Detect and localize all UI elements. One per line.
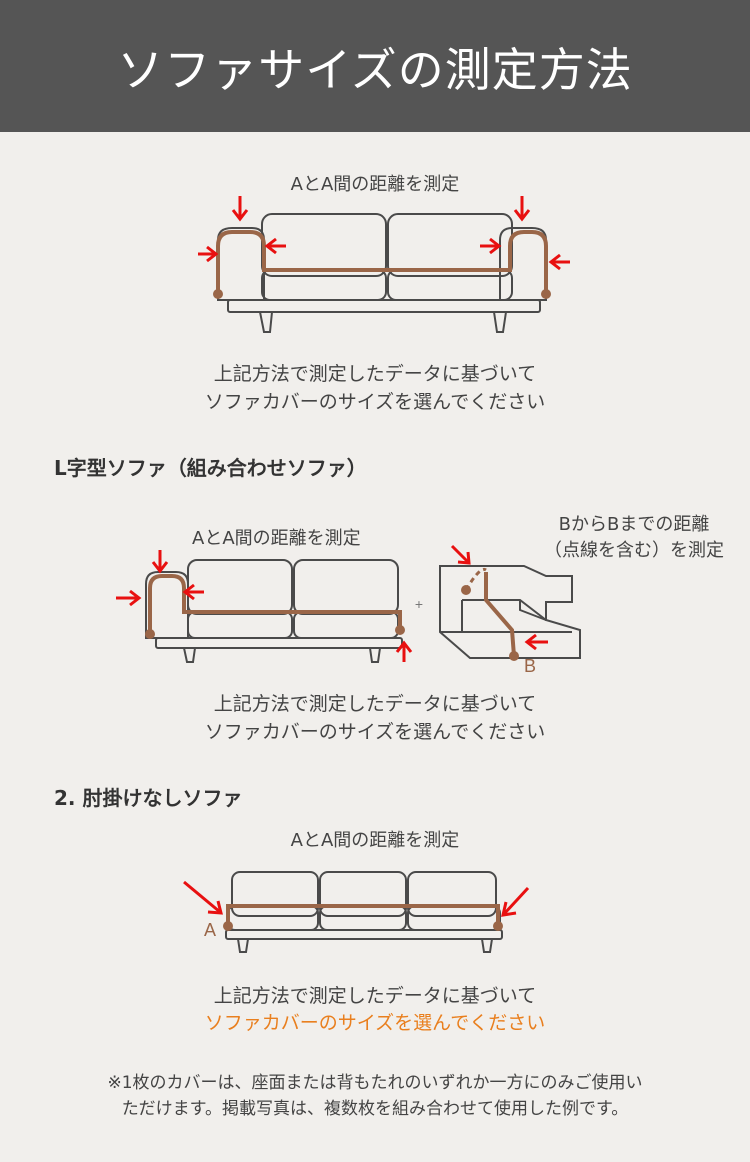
section3-caption: AとA間の距離を測定 — [290, 830, 460, 851]
label-a: A — [204, 920, 216, 940]
section2-caption-right-line1: BからBまでの距離 — [558, 514, 710, 535]
section2-caption-left: AとA間の距離を測定 — [192, 528, 361, 549]
label-b: B — [524, 656, 536, 676]
section1-caption: AとA間の距離を測定 — [290, 174, 460, 195]
section3-heading: 2. 肘掛けなしソファ — [54, 786, 243, 810]
header-banner: ソファサイズの測定方法 — [0, 0, 750, 132]
section3-desc-line1: 上記方法で測定したデータに基づいて — [213, 985, 537, 1007]
plus-sign: + — [415, 596, 423, 612]
section2-caption-right-line2: （点線を含む）を測定 — [544, 540, 724, 561]
section2-desc-line2: ソファカバーのサイズを選んでください — [204, 721, 546, 743]
note-line2: ただけます。掲載写真は、複数枚を組み合わせて使用した例です。 — [121, 1099, 629, 1119]
section1-desc-line1: 上記方法で測定したデータに基づいて — [213, 363, 537, 385]
note-line1: ※1枚のカバーは、座面または背もたれのいずれか一方にのみご使用い — [107, 1073, 643, 1093]
section2-desc-line1: 上記方法で測定したデータに基づいて — [213, 693, 537, 715]
section1-desc-line2: ソファカバーのサイズを選んでください — [204, 391, 546, 413]
section2-heading: L字型ソファ（組み合わせソファ） — [54, 456, 367, 480]
section3-desc-line2-highlight: ソファカバーのサイズを選んでください — [204, 1012, 546, 1034]
page-title: ソファサイズの測定方法 — [117, 43, 633, 97]
